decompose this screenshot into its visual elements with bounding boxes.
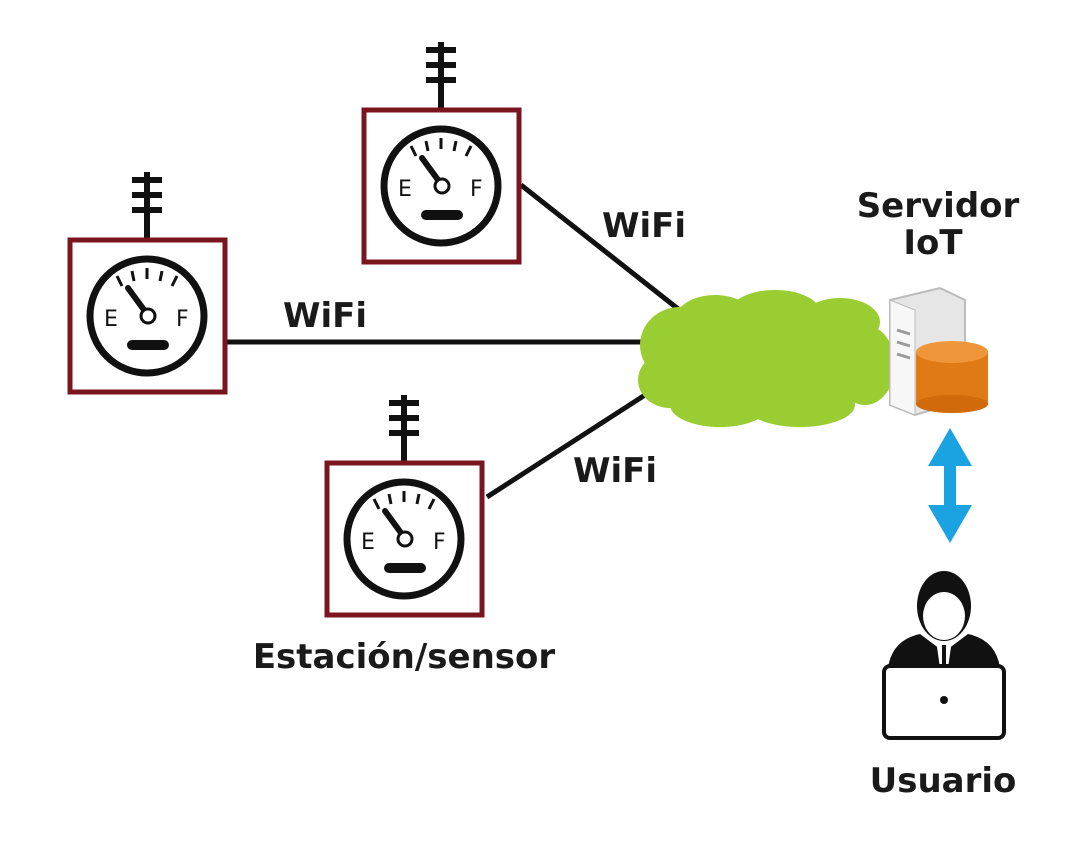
wifi-link-top [519,183,684,314]
user-label: Usuario [870,761,1017,801]
station-label: Estación/sensor [253,637,556,677]
server-label-line2: IoT [903,223,963,263]
station-bottom: E F [327,395,482,615]
gauge-empty-letter: E [104,307,118,332]
station-left: E F [70,172,225,392]
gauge-full-letter: F [470,177,483,202]
server-label-line1: Servidor [857,186,1020,226]
wifi-label-left: WiFi [283,296,367,336]
wifi-label-top: WiFi [602,206,686,246]
wifi-link-bottom [485,392,647,500]
gauge-full-letter: F [433,530,446,555]
gauge-empty-letter: E [398,177,412,202]
user-icon [888,571,1000,668]
cloud-icon [638,290,895,427]
database-icon [916,341,988,413]
bidirectional-arrow-icon [928,428,972,543]
wifi-label-bottom: WiFi [573,451,657,491]
laptop-icon [882,664,1006,740]
station-top: E F [364,42,519,262]
gauge-empty-letter: E [361,530,375,555]
gauge-full-letter: F [176,307,189,332]
